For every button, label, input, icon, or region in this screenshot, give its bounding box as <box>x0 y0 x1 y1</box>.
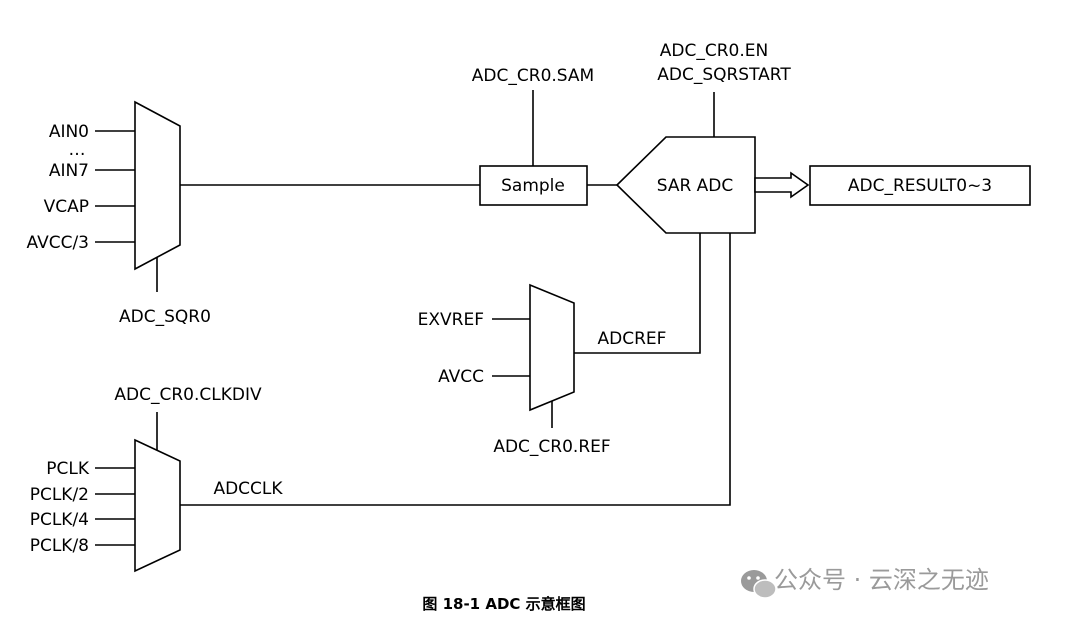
label-pclk-div8: PCLK/8 <box>30 536 89 556</box>
figure-caption: 图 18-1 ADC 示意框图 <box>422 595 585 613</box>
label-adcref: ADCREF <box>598 329 667 349</box>
watermark-text: 公众号 · 云深之无迹 <box>774 566 989 594</box>
label-pclk: PCLK <box>46 459 90 479</box>
wire-adcclk <box>180 233 731 506</box>
sar-adc-label: SAR ADC <box>657 176 734 196</box>
label-pclk-div4: PCLK/4 <box>30 510 89 530</box>
label-exvref: EXVREF <box>418 310 484 330</box>
label-adc-cr0-clkdiv: ADC_CR0.CLKDIV <box>114 385 262 405</box>
result-block <box>809 165 1031 206</box>
input-mux-body <box>134 100 181 271</box>
label-ain0: AIN0 <box>49 122 89 142</box>
wire-adcref <box>574 233 701 354</box>
clk-mux-body <box>134 438 181 573</box>
label-pclk-div2: PCLK/2 <box>30 485 89 505</box>
input-mux <box>95 100 480 292</box>
label-vcap: VCAP <box>44 197 89 217</box>
label-adcclk: ADCCLK <box>213 479 283 499</box>
label-adc-cr0-ref: ADC_CR0.REF <box>493 437 610 457</box>
ref-mux-body <box>529 283 575 412</box>
label-adc-sqr0: ADC_SQR0 <box>119 307 211 327</box>
label-avcc: AVCC <box>438 367 484 387</box>
label-adc-cr0-en: ADC_CR0.EN <box>660 41 768 61</box>
label-ellipsis: … <box>69 140 86 160</box>
label-adc-cr0-sam: ADC_CR0.SAM <box>472 66 594 86</box>
result-bus-arrow <box>754 171 810 199</box>
wechat-icon <box>741 570 777 599</box>
label-avcc-div3: AVCC/3 <box>27 233 89 253</box>
result-label: ADC_RESULT0~3 <box>848 176 992 196</box>
sample-label: Sample <box>501 176 565 196</box>
label-ain7: AIN7 <box>49 161 89 181</box>
label-adc-sqrstart: ADC_SQRSTART <box>657 65 791 85</box>
